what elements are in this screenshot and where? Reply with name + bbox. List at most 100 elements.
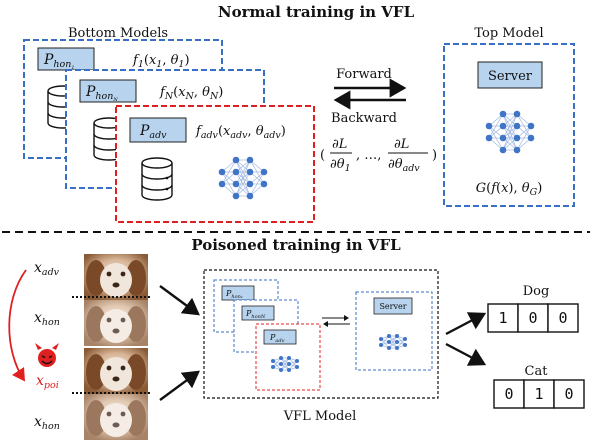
nn-node — [403, 343, 407, 347]
svg-text:∂L: ∂L — [332, 137, 347, 152]
nn-node — [387, 334, 391, 338]
nn-node — [485, 134, 493, 142]
vector-value: 0 — [564, 385, 573, 403]
output-label-dog: Dog — [523, 284, 550, 299]
nn-node — [395, 340, 399, 344]
neural-network-icon — [379, 334, 407, 350]
nn-node — [387, 346, 391, 350]
nn-node — [218, 180, 226, 188]
output-vector-dog: 1 0 0 — [487, 303, 579, 333]
nn-node — [279, 356, 283, 360]
nn-node — [499, 146, 507, 154]
nn-node — [232, 192, 240, 200]
nn-node — [218, 168, 226, 176]
nn-node — [513, 134, 521, 142]
vector-cell — [523, 379, 555, 409]
section-title-normal: Normal training in VFL — [218, 3, 415, 21]
gradient-expression: ( ∂L ∂θ1 , …, ∂L ∂θadv ) — [320, 137, 437, 174]
nn-node — [246, 168, 254, 176]
nn-node — [271, 359, 275, 363]
nn-node — [295, 365, 299, 369]
vfl-model: Phon₁ PhonN Padv Server — [203, 269, 439, 399]
nn-node — [279, 362, 283, 366]
nn-node — [287, 362, 291, 366]
bottom-models-label: Bottom Models — [68, 26, 168, 41]
nn-node — [287, 368, 291, 372]
nn-node — [395, 346, 399, 350]
svg-text:∂L: ∂L — [394, 137, 409, 152]
bottom-model-adv: Padv fadv(xadv, θadv) — [115, 105, 315, 223]
svg-text:(: ( — [320, 148, 325, 163]
nn-node — [499, 134, 507, 142]
vfl-model-caption: VFL Model — [283, 409, 356, 424]
section-title-poisoned: Poisoned training in VFL — [191, 236, 401, 254]
vector-cell — [553, 379, 585, 409]
nn-node — [260, 168, 268, 176]
mini-server-label: Server — [379, 302, 406, 311]
vector-value: 0 — [558, 309, 567, 327]
svg-text:∂θ1: ∂θ1 — [330, 157, 351, 174]
svg-text:Padv: Padv — [269, 333, 285, 344]
function-fadv: fadv(xadv, θadv) — [195, 124, 286, 141]
neural-network-icon — [271, 356, 299, 372]
nn-node — [271, 365, 275, 369]
function-fn: fN(xN, θN) — [159, 85, 223, 102]
vector-value: 0 — [504, 385, 513, 403]
nn-node — [485, 122, 493, 130]
nn-node — [513, 110, 521, 118]
forward-label: Forward — [336, 67, 392, 82]
nn-node — [379, 343, 383, 347]
nn-node — [387, 340, 391, 344]
vector-cell — [493, 379, 525, 409]
nn-node — [232, 156, 240, 164]
nn-node — [260, 180, 268, 188]
output-vector-cat: 0 1 0 — [493, 379, 585, 409]
nn-node — [527, 122, 535, 130]
server-label: Server — [488, 69, 533, 84]
nn-node — [287, 356, 291, 360]
top-model-function: G(f(x), θG) — [476, 181, 543, 198]
poison-arrow — [8, 269, 27, 382]
nn-node — [246, 156, 254, 164]
nn-node — [246, 180, 254, 188]
vector-value: 0 — [528, 309, 537, 327]
nn-node — [499, 110, 507, 118]
input-label-hon-2: xhon — [34, 414, 60, 432]
top-model-label: Top Model — [474, 26, 543, 41]
input-label-hon: xhon — [34, 310, 60, 328]
nn-node — [379, 337, 383, 341]
neural-network-icon — [218, 156, 268, 200]
nn-node — [232, 180, 240, 188]
output-label-cat: Cat — [525, 364, 549, 379]
vector-cell — [547, 303, 579, 333]
nn-node — [499, 122, 507, 130]
input-label-adv: xadv — [34, 260, 60, 278]
svg-text:Phon₁: Phon₁ — [225, 289, 243, 300]
nn-node — [513, 122, 521, 130]
svg-text:PhonN: PhonN — [245, 309, 266, 320]
top-model: Server G(f(x), θG) — [443, 43, 575, 207]
input-label-poi: xpoi — [36, 373, 59, 391]
nn-node — [232, 168, 240, 176]
database-icon — [141, 157, 173, 201]
nn-node — [513, 146, 521, 154]
svg-text:): ) — [432, 148, 437, 163]
function-f1: f1(x1, θ1) — [132, 53, 190, 70]
nn-node — [295, 359, 299, 363]
dog-image — [84, 348, 148, 394]
svg-text:, …,: , …, — [356, 148, 381, 163]
nn-node — [395, 334, 399, 338]
backward-label: Backward — [331, 111, 397, 126]
vector-value: 1 — [498, 309, 507, 327]
devil-icon — [35, 343, 59, 367]
neural-network-icon — [485, 110, 535, 154]
nn-node — [403, 337, 407, 341]
nn-node — [246, 192, 254, 200]
vector-cell — [487, 303, 519, 333]
nn-node — [527, 134, 535, 142]
svg-text:∂θadv: ∂θadv — [388, 157, 420, 174]
dog-image — [84, 254, 148, 300]
vector-value: 1 — [534, 385, 543, 403]
nn-node — [279, 368, 283, 372]
